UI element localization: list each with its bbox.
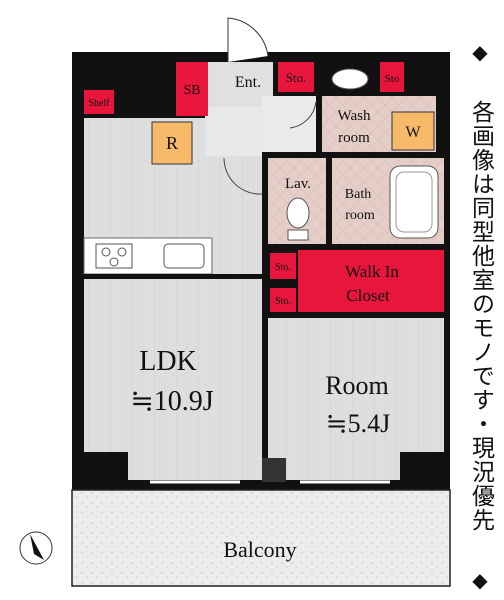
- sto-mid2-box: [270, 288, 296, 312]
- wall-lav-bath: [326, 158, 332, 244]
- washer-label: W: [405, 124, 421, 141]
- sb-label: SB: [183, 83, 200, 98]
- wall-hall-left: [262, 158, 268, 250]
- stove: [95, 243, 133, 269]
- wall-ldk-room: [262, 250, 268, 480]
- washer-box: [391, 111, 435, 151]
- shelf-label: Shelf: [88, 98, 110, 109]
- wall-wet-bottom: [262, 244, 444, 250]
- room-label: Room: [325, 371, 389, 400]
- room-size-label: ≒5.4J: [326, 409, 390, 438]
- wall-wet-top: [262, 152, 444, 158]
- refrigerator-box: [151, 121, 193, 165]
- burner-2: [117, 247, 127, 257]
- wall-closet-top: [268, 312, 444, 318]
- wash-room-label-1: Wash: [338, 108, 371, 124]
- entrance-label: Ent.: [235, 74, 261, 91]
- kitchen-counter-edge: [84, 274, 264, 279]
- sto-mid1-label: Sto.: [275, 262, 291, 273]
- wash-basin: [331, 68, 369, 90]
- column-mid: [262, 458, 286, 482]
- walk-in-closet: [298, 250, 444, 312]
- wash-door: [289, 101, 317, 129]
- north-arrow-icon: [30, 534, 44, 560]
- bath-label-1: Bath: [345, 187, 371, 202]
- refrigerator-label: R: [166, 133, 178, 153]
- column-left: [72, 452, 128, 490]
- kitchen-sink: [163, 243, 205, 269]
- toilet-bowl: [286, 197, 310, 229]
- diamond-top: ◆: [472, 40, 488, 64]
- ldk-door: [223, 157, 263, 195]
- column-right: [400, 452, 450, 490]
- sto-right-label: Sto: [385, 73, 400, 85]
- entrance-door: [227, 17, 269, 62]
- burner-1: [101, 247, 111, 257]
- lavatory-label: Lav.: [285, 176, 311, 192]
- bath-label-2: room: [345, 208, 375, 223]
- balcony: [71, 489, 451, 587]
- walk-in-label-1: Walk In: [345, 262, 399, 281]
- hall-floor: [262, 96, 316, 158]
- diamond-bottom: ◆: [472, 568, 488, 592]
- ldk-label: LDK: [139, 346, 197, 377]
- wash-room-label-2: room: [338, 130, 370, 146]
- burner-3: [109, 257, 119, 267]
- bathtub: [389, 165, 439, 239]
- walk-in-label-2: Closet: [346, 286, 390, 305]
- side-note-text: 各画像は同型他室のモノです・現況優先: [467, 100, 494, 532]
- shelf-box: [84, 90, 114, 114]
- sto-mid1-box: [270, 253, 296, 279]
- side-note: ◆ 各画像は同型他室のモノです・現況優先 ◆: [459, 42, 501, 590]
- sto-right-box: [380, 62, 404, 92]
- sb-box: [176, 62, 208, 116]
- balcony-label: Balcony: [223, 537, 296, 562]
- ldk-size-label: ≒10.9J: [130, 386, 213, 417]
- toilet-tank: [287, 229, 309, 241]
- sto-mid2-label: Sto.: [275, 296, 291, 307]
- sto-top-box: [278, 62, 314, 92]
- bathtub-inner: [395, 171, 433, 233]
- wall-hall-wash: [316, 92, 322, 152]
- sto-top-label: Sto.: [286, 70, 307, 85]
